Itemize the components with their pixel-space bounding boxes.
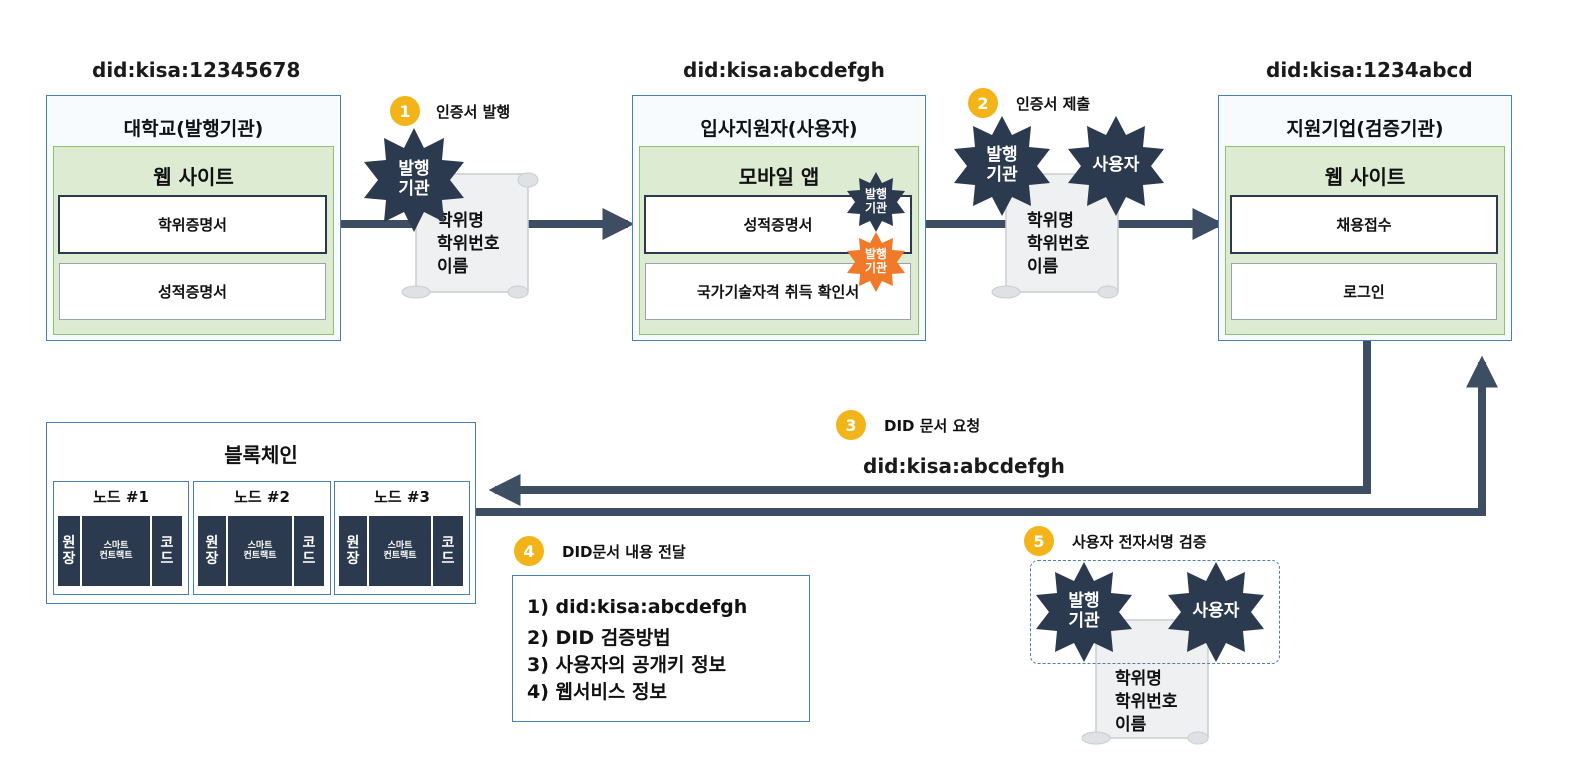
issuer-seal-3-icon xyxy=(1036,562,1132,662)
node-3-code: 코 드 xyxy=(433,516,463,586)
company-title: 지원기업(검증기관) xyxy=(1286,118,1444,140)
node-2: 노드 #2 원 장 스마트 컨트랙트 코 드 xyxy=(193,481,331,595)
node-1-code: 코 드 xyxy=(152,516,182,586)
user-seal-2-icon xyxy=(1168,562,1264,662)
applicant-mobile-app-title: 모바일 앱 xyxy=(738,165,820,189)
university-website: 웹 사이트 학위증명서 성적증명서 xyxy=(53,146,334,335)
certificate-scroll-1-text: 학위명 학위번호 이름 xyxy=(437,211,500,277)
did-document-line-3: 3) 사용자의 공개키 정보 xyxy=(527,654,727,676)
step-3-badge: 3 xyxy=(836,410,866,440)
company-website-title: 웹 사이트 xyxy=(1324,165,1406,189)
signature-verification-box xyxy=(1030,560,1280,664)
step-1-badge: 1 xyxy=(390,96,420,126)
issuer-seal-icon xyxy=(364,128,464,232)
issuer-seal-2-icon xyxy=(954,116,1050,216)
blockchain-box: 블록체인 노드 #1 원 장 스마트 컨트랙트 코 드 노드 #2 원 장 스마… xyxy=(46,422,476,604)
user-seal-text: 사용자 xyxy=(1092,155,1140,176)
node-2-title: 노드 #2 xyxy=(234,488,290,506)
company-item-application[interactable]: 채용접수 xyxy=(1230,195,1498,254)
issuer-seal-orange-text: 발행 기관 xyxy=(864,247,888,275)
user-seal-icon xyxy=(1068,116,1164,216)
issuer-seal-text: 발행 기관 xyxy=(398,159,430,199)
step-1-label: 인증서 발행 xyxy=(436,103,511,121)
issuer-seal-2-text: 발행 기관 xyxy=(986,145,1018,185)
company-website: 웹 사이트 채용접수 로그인 xyxy=(1225,146,1505,335)
did-document-line-2: 2) DID 검증방법 xyxy=(527,627,671,649)
node-3-ledger: 원 장 xyxy=(339,516,367,586)
arrow-did-response xyxy=(476,355,1498,516)
blockchain-title: 블록체인 xyxy=(224,443,298,467)
applicant-title: 입사지원자(사용자) xyxy=(700,118,858,140)
node-1: 노드 #1 원 장 스마트 컨트랙트 코 드 xyxy=(53,481,189,595)
company-box: 지원기업(검증기관) 웹 사이트 채용접수 로그인 xyxy=(1218,95,1512,341)
node-3: 노드 #3 원 장 스마트 컨트랙트 코 드 xyxy=(334,481,470,595)
node-3-title: 노드 #3 xyxy=(374,488,430,506)
certificate-scroll-2-text: 학위명 학위번호 이름 xyxy=(1027,211,1090,277)
university-did: did:kisa:12345678 xyxy=(92,58,301,82)
node-3-smart-contract: 스마트 컨트랙트 xyxy=(369,516,431,586)
node-1-title: 노드 #1 xyxy=(93,488,149,506)
issuer-seal-small-text: 발행 기관 xyxy=(864,187,888,215)
node-2-code: 코 드 xyxy=(294,516,324,586)
university-title: 대학교(발행기관) xyxy=(123,118,264,140)
step-2-label: 인증서 제출 xyxy=(1016,95,1091,113)
issuer-seal-3-text: 발행 기관 xyxy=(1068,591,1100,631)
did-document-box: 1) did:kisa:abcdefgh 2) DID 검증방법 3) 사용자의… xyxy=(512,575,810,722)
issuer-seal-small-icon xyxy=(847,172,905,232)
university-website-title: 웹 사이트 xyxy=(153,165,234,189)
applicant-did: did:kisa:abcdefgh xyxy=(683,58,885,82)
step-4-badge: 4 xyxy=(514,536,544,566)
step-5-badge: 5 xyxy=(1024,526,1054,556)
did-document-line-4: 4) 웹서비스 정보 xyxy=(527,681,668,703)
node-1-ledger: 원 장 xyxy=(58,516,80,586)
company-item-login[interactable]: 로그인 xyxy=(1231,263,1497,320)
step-3-label: DID 문서 요청 xyxy=(884,417,981,435)
node-2-smart-contract: 스마트 컨트랙트 xyxy=(228,516,292,586)
step-4-label: DID문서 내용 전달 xyxy=(562,543,686,561)
arrow-did-request xyxy=(488,340,1371,506)
university-box: 대학교(발행기관) 웹 사이트 학위증명서 성적증명서 xyxy=(46,95,341,341)
did-document-line-1: 1) did:kisa:abcdefgh xyxy=(527,596,748,618)
user-seal-2-text: 사용자 xyxy=(1192,601,1240,622)
university-item-degree[interactable]: 학위증명서 xyxy=(58,195,327,254)
step-3-did: did:kisa:abcdefgh xyxy=(863,454,1065,478)
issuer-seal-orange-icon xyxy=(847,232,905,292)
certificate-scroll-3-text: 학위명 학위번호 이름 xyxy=(1115,669,1178,735)
step-2-badge: 2 xyxy=(968,88,998,118)
node-1-smart-contract: 스마트 컨트랙트 xyxy=(82,516,150,586)
company-did: did:kisa:1234abcd xyxy=(1266,58,1473,82)
node-2-ledger: 원 장 xyxy=(198,516,226,586)
step-5-label: 사용자 전자서명 검증 xyxy=(1072,533,1207,551)
university-item-transcript[interactable]: 성적증명서 xyxy=(59,263,326,320)
